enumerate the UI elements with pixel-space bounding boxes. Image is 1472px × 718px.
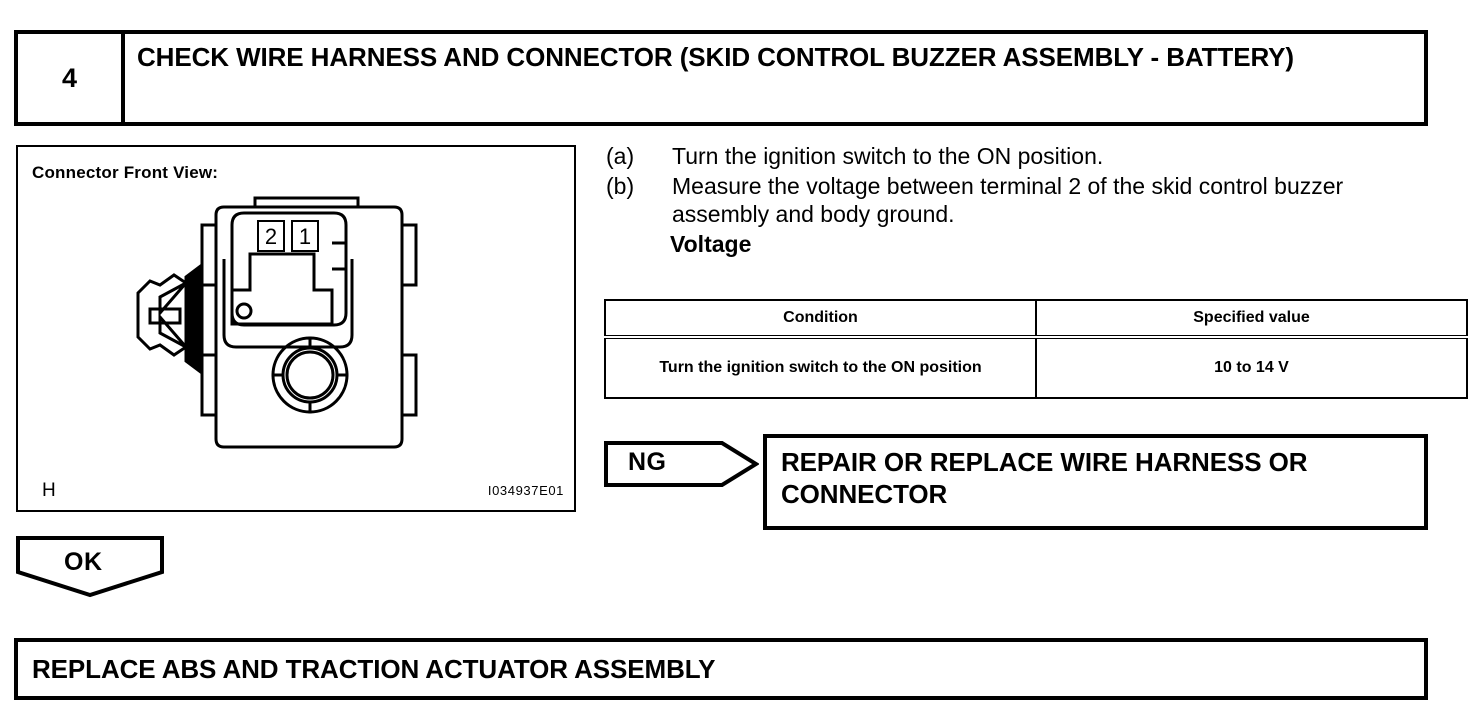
connector-housing-outline [214, 205, 404, 449]
connector-left-upper-tab [200, 223, 216, 287]
diagram-image-code: I034937E01 [487, 483, 564, 498]
test-probe-pointer [136, 262, 204, 376]
terminal-number-boxes [257, 220, 319, 252]
terminal-keyway-notch [230, 252, 334, 326]
procedure-marker-a: (a) [606, 143, 635, 169]
terminal-box-1 [291, 220, 319, 252]
center-boss [271, 336, 349, 414]
cell-specified-value: 10 to 14 V [1035, 336, 1468, 399]
ng-label: NG [628, 448, 667, 476]
connector-top-latch [253, 196, 360, 207]
table-header-row: Condition Specified value [604, 299, 1468, 339]
terminal-label-1: 1 [299, 224, 311, 249]
ng-arrow-icon [604, 441, 759, 487]
procedure-text-a: Turn the ignition switch to the ON posit… [672, 143, 1104, 169]
terminal-key-step [332, 241, 348, 271]
diagram-corner-letter: H [42, 480, 56, 501]
connector-right-upper-tab [402, 223, 418, 287]
specification-table: Condition Specified value Turn the ignit… [604, 299, 1468, 399]
step-header-box: 4 CHECK WIRE HARNESS AND CONNECTOR (SKID… [14, 30, 1428, 126]
procedure-text-b: Measure the voltage between terminal 2 o… [672, 173, 1344, 228]
ok-label: OK [64, 548, 103, 576]
step-number: 4 [18, 34, 125, 122]
terminal-label-2: 2 [265, 224, 277, 249]
measurement-label: Voltage [670, 231, 752, 258]
alignment-hole [235, 302, 253, 320]
table-row: Turn the ignition switch to the ON posit… [604, 336, 1468, 399]
ng-result-box: REPAIR OR REPLACE WIRE HARNESS OR CONNEC… [763, 434, 1428, 530]
connector-front-view-illustration: 2 1 [136, 196, 418, 449]
connector-left-lower-tab [200, 353, 216, 417]
final-result-text: REPLACE ABS AND TRACTION ACTUATOR ASSEMB… [32, 653, 716, 684]
cell-condition: Turn the ignition switch to the ON posit… [604, 336, 1037, 399]
ok-arrow-icon [16, 536, 164, 598]
column-header-specified-value: Specified value [1035, 299, 1468, 339]
terminal-box-2 [257, 220, 285, 252]
procedure-list: (a) Turn the ignition switch to the ON p… [604, 142, 1432, 260]
final-result-box: REPLACE ABS AND TRACTION ACTUATOR ASSEMB… [14, 638, 1428, 700]
procedure-item-a: (a) Turn the ignition switch to the ON p… [604, 142, 1432, 170]
procedure-item-b: (b) Measure the voltage between terminal… [604, 172, 1432, 228]
diagram-caption: Connector Front View: [32, 163, 219, 182]
step-title: CHECK WIRE HARNESS AND CONNECTOR (SKID C… [137, 42, 1294, 72]
connector-diagram-panel: Connector Front View: [16, 145, 576, 512]
procedure-marker-b: (b) [606, 173, 635, 200]
column-header-condition: Condition [604, 299, 1037, 339]
connector-right-lower-tab [402, 353, 418, 417]
